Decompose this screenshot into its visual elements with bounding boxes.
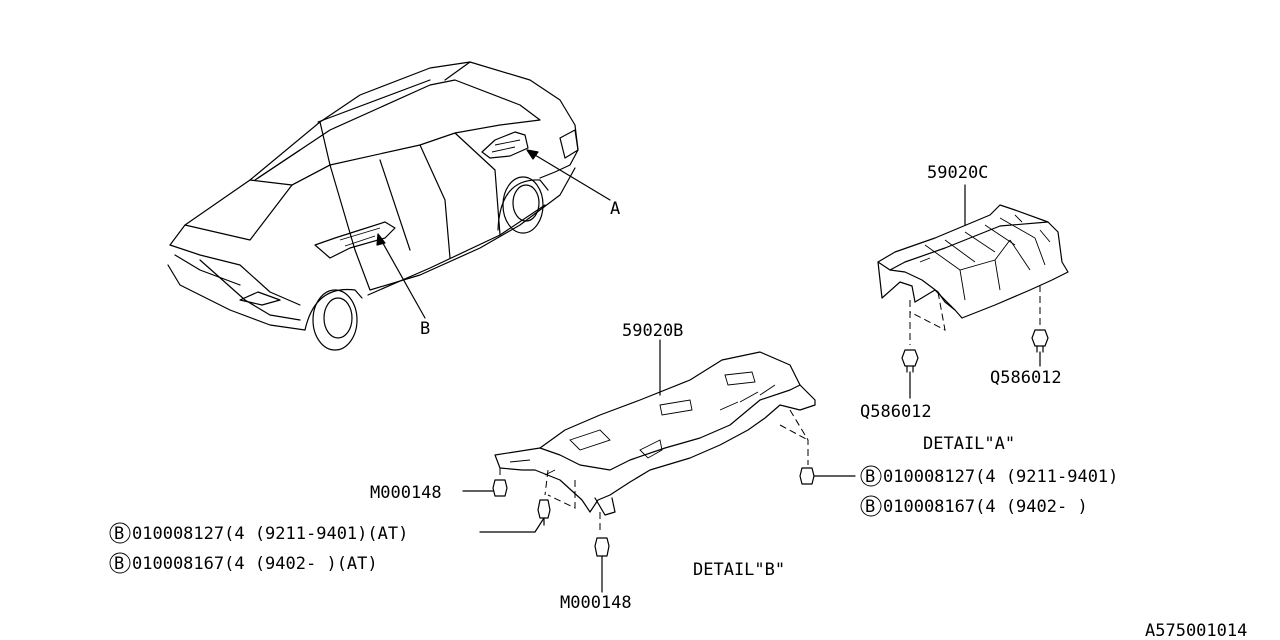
label-bolt-b1: 010008127(4 (9211-9401)(AT) [132, 524, 408, 544]
label-q586012-right: Q586012 [990, 368, 1062, 388]
label-q586012-left: Q586012 [860, 402, 932, 422]
label-bolt-b2: 010008167(4 (9402- )(AT) [132, 554, 378, 574]
fastener-bolt-a [799, 467, 815, 485]
circled-b-letter: B [865, 467, 875, 487]
circled-b-letter: B [865, 497, 875, 517]
label-arrow-a: A [610, 199, 620, 219]
fastener-m000148-top [492, 479, 508, 497]
fastener-bolt-b [537, 499, 551, 526]
label-part-59020c: 59020C [927, 163, 988, 183]
circled-b-letter: B [114, 554, 124, 574]
label-part-59020b: 59020B [622, 321, 683, 341]
circled-b-badge [860, 465, 882, 487]
circled-b-badge [860, 495, 882, 517]
clip-q586012-left [901, 349, 919, 399]
label-m000148-bottom: M000148 [560, 593, 632, 613]
dash-a-left [909, 291, 946, 345]
heat-shield-59020b [494, 351, 816, 516]
label-detail-a: DETAIL"A" [923, 434, 1015, 454]
heat-shield-59020c [877, 204, 1069, 319]
circled-b-badge [109, 552, 131, 574]
car-illustration [167, 61, 579, 351]
label-arrow-b: B [420, 319, 430, 339]
circled-b-badge [109, 522, 131, 544]
dash-b-left [544, 469, 576, 509]
circled-b-letter: B [114, 524, 124, 544]
label-detail-b: DETAIL"B" [693, 560, 785, 580]
figure-id: A575001014 [1145, 621, 1247, 640]
arrow-a-leader [526, 149, 611, 201]
leader-bolt-b [479, 517, 545, 533]
fastener-m000148-bottom [594, 537, 610, 593]
label-bolt-a1: 010008127(4 (9211-9401) [883, 467, 1118, 487]
dash-b-right [779, 409, 809, 465]
arrow-b-leader [376, 233, 426, 319]
clip-q586012-right [1031, 329, 1049, 367]
label-bolt-a2: 010008167(4 (9402- ) [883, 497, 1088, 517]
label-m000148-top: M000148 [370, 483, 442, 503]
